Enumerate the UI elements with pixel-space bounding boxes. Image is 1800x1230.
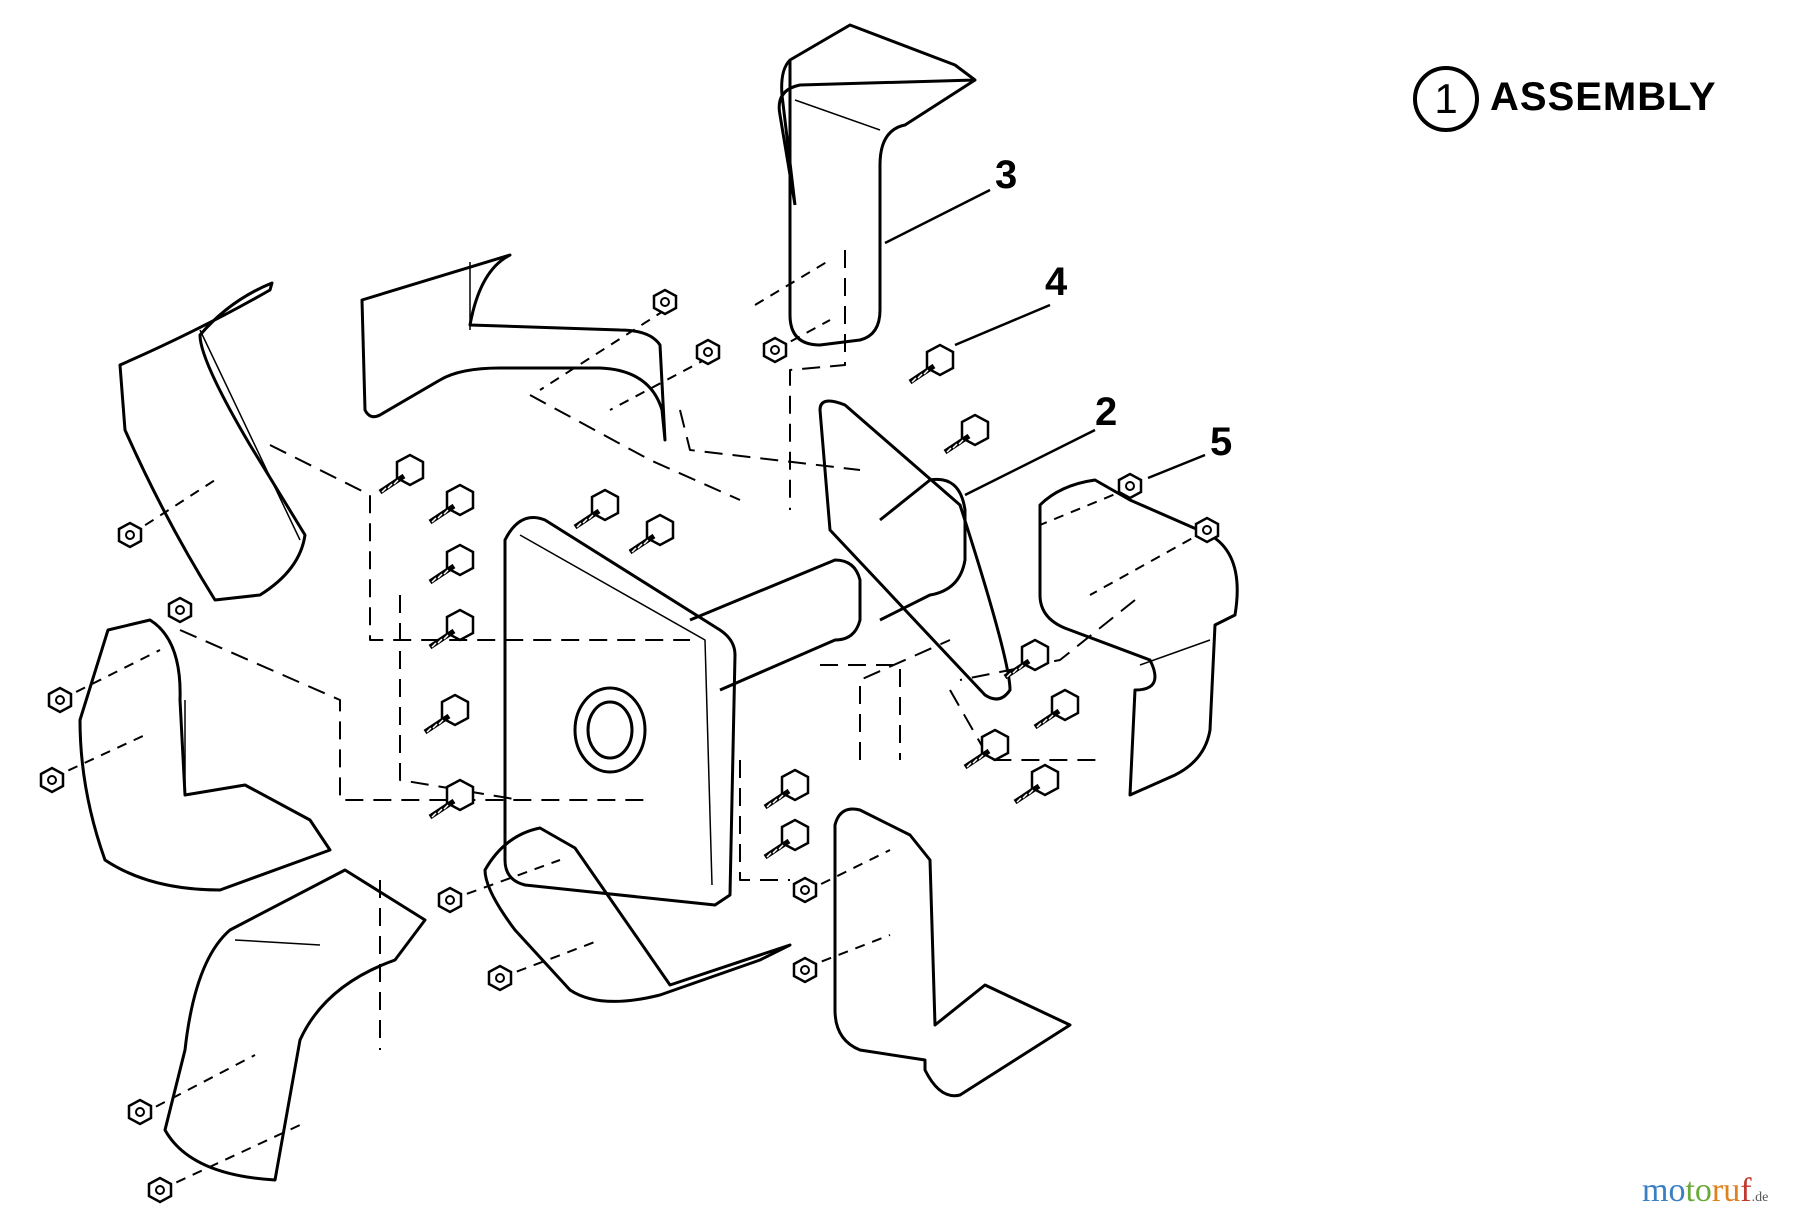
bolts <box>380 345 1078 857</box>
tine-left <box>118 281 307 602</box>
watermark-logo: motoruf.de <box>1642 1172 1768 1210</box>
leader-3 <box>884 188 991 245</box>
watermark-part-3: ru <box>1711 1172 1741 1209</box>
assembly-number-badge: 1 <box>1413 66 1479 132</box>
tine-upper-left <box>360 253 667 442</box>
watermark-part-2: to <box>1685 1172 1712 1209</box>
callout-5: 5 <box>1210 420 1232 464</box>
leader-5 <box>1147 453 1206 480</box>
tine-top <box>777 23 977 206</box>
tine-bottom-right <box>833 807 1072 1098</box>
tine-bottom-left <box>163 868 427 1182</box>
watermark-suffix: .de <box>1751 1190 1769 1205</box>
rear-plate <box>818 399 1012 701</box>
assembly-title: ASSEMBLY <box>1490 75 1717 119</box>
hub <box>879 477 967 622</box>
callout-2: 2 <box>1095 390 1117 434</box>
leader-2 <box>964 428 1096 497</box>
flange-plate <box>503 516 737 907</box>
tine-right <box>1038 478 1239 797</box>
callout-4: 4 <box>1045 260 1068 304</box>
shaft <box>689 558 862 692</box>
tine-top-body <box>788 60 976 347</box>
watermark-part-4: f <box>1740 1172 1752 1209</box>
tine-bottom-center <box>483 826 792 1003</box>
callout-3: 3 <box>995 153 1017 197</box>
leader-4 <box>954 303 1051 347</box>
tine-lower-left <box>78 618 332 892</box>
watermark-part-1: mo <box>1642 1172 1686 1209</box>
